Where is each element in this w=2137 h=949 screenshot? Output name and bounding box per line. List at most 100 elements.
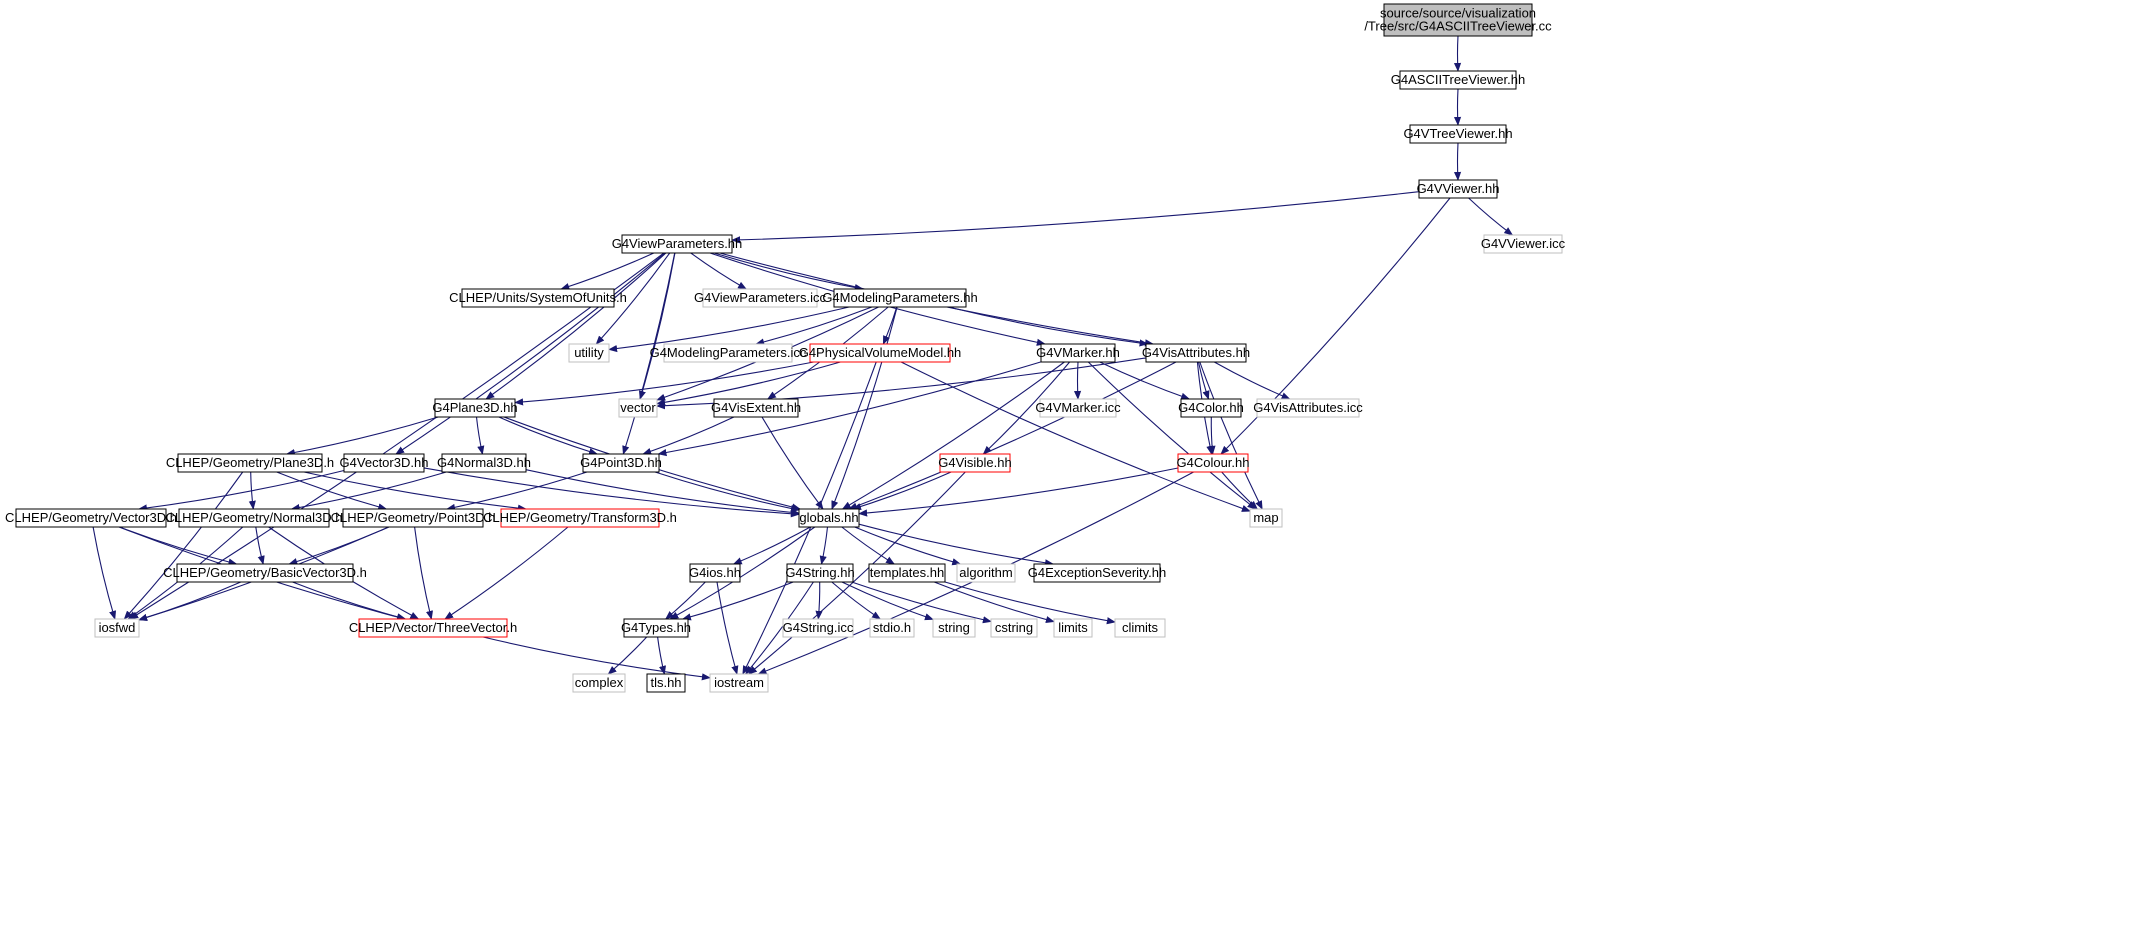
node-box (956, 563, 1016, 583)
node-box (713, 398, 799, 418)
node-templates[interactable]: templates.hh (868, 563, 946, 583)
node-label: CLHEP/Units/SystemOfUnits.h (449, 290, 627, 305)
node-asciiviewer[interactable]: G4ASCIITreeViewer.hh (1391, 70, 1525, 90)
node-vtreeviewer[interactable]: G4VTreeViewer.hh (1403, 124, 1513, 144)
node-physvolmodel[interactable]: G4PhysicalVolumeModel.hh (799, 343, 962, 363)
node-g4string[interactable]: G4String.hh (785, 563, 855, 583)
node-box (1145, 343, 1247, 363)
node-climits: climits (1114, 618, 1166, 638)
edge-modelingparams-to-utility (608, 306, 850, 353)
node-clhep_vector3d[interactable]: CLHEP/Geometry/Vector3D.h (5, 508, 177, 528)
edge-g4ios-to-g4types (665, 581, 706, 620)
node-visextent[interactable]: G4VisExtent.hh (711, 398, 801, 418)
edge-clhep_basicvector3d-to-iosfwd (138, 581, 242, 621)
node-box (461, 288, 615, 308)
edge-visextent-to-point3d (642, 416, 735, 455)
node-normal3d[interactable]: G4Normal3D.hh (437, 453, 531, 473)
edge-visible-to-iostream (748, 471, 966, 675)
node-g4ios[interactable]: G4ios.hh (689, 563, 741, 583)
edge-globals-to-g4types (669, 526, 816, 620)
edge-asciiviewer-to-vtreeviewer (1453, 88, 1462, 126)
edges-layer (92, 35, 1514, 681)
node-box (621, 234, 733, 254)
node-visattribs[interactable]: G4VisAttributes.hh (1142, 343, 1250, 363)
node-box (1483, 234, 1563, 254)
node-label: CLHEP/Geometry/Transform3D.h (483, 510, 677, 525)
node-exceptionseverity[interactable]: G4ExceptionSeverity.hh (1028, 563, 1167, 583)
edge-threevector-to-iostream (482, 636, 711, 681)
edge-physvolmodel-to-plane3d (514, 361, 814, 406)
node-box (1256, 398, 1360, 418)
node-color[interactable]: G4Color.hh (1178, 398, 1244, 418)
node-box (1180, 398, 1242, 418)
node-viewparams[interactable]: G4ViewParameters.hh (612, 234, 743, 254)
node-clhep_transform3d[interactable]: CLHEP/Geometry/Transform3D.h (483, 508, 677, 528)
edge-viewparams-to-point3d (622, 252, 676, 455)
edge-clhep_plane3d-to-iosfwd (123, 471, 244, 620)
node-clhep_plane3d[interactable]: CLHEP/Geometry/Plane3D.h (166, 453, 334, 473)
node-clhep_basicvector3d[interactable]: CLHEP/Geometry/BasicVector3D.h (163, 563, 367, 583)
node-label: globals.hh (799, 510, 858, 525)
node-label: G4ios.hh (689, 565, 741, 580)
edge-vmarker-to-point3d (657, 361, 1042, 457)
node-tls[interactable]: tls.hh (646, 673, 686, 693)
edge-globals-to-exceptionseverity (858, 523, 1054, 567)
node-box (568, 343, 610, 363)
node-plane3d[interactable]: G4Plane3D.hh (432, 398, 518, 418)
node-label: CLHEP/Vector/ThreeVector.h (349, 620, 517, 635)
node-label: G4Visible.hh (938, 455, 1011, 470)
node-iosfwd: iosfwd (94, 618, 140, 638)
node-label: G4ModelingParameters.hh (822, 290, 977, 305)
node-label: map (1253, 510, 1278, 525)
edge-plane3d-to-normal3d (475, 416, 485, 455)
node-box (1399, 70, 1517, 90)
edge-vtreeviewer-to-vviewer (1453, 142, 1462, 181)
node-colour[interactable]: G4Colour.hh (1177, 453, 1250, 473)
node-sysunits[interactable]: CLHEP/Units/SystemOfUnits.h (449, 288, 627, 308)
node-label: CLHEP/Geometry/Vector3D.h (5, 510, 177, 525)
node-label: utility (574, 345, 604, 360)
node-label: G4VMarker.hh (1036, 345, 1120, 360)
node-globals[interactable]: globals.hh (798, 508, 860, 528)
edge-vmarker-to-visible (982, 361, 1071, 455)
node-box (1039, 398, 1117, 418)
node-vector3d[interactable]: G4Vector3D.hh (340, 453, 429, 473)
node-root[interactable]: source/source/visualization/Tree/src/G4A… (1364, 3, 1552, 37)
node-box (798, 508, 860, 528)
edge-physvolmodel-to-vector (656, 361, 841, 406)
edge-clhep_plane3d-to-clhep_point3d (276, 471, 388, 511)
node-label: G4VisExtent.hh (711, 400, 801, 415)
edge-visattribs-to-visattribs_icc (1214, 361, 1291, 400)
node-label: CLHEP/Geometry/Normal3D.h (166, 510, 343, 525)
node-box (178, 508, 330, 528)
node-vmarker[interactable]: G4VMarker.hh (1036, 343, 1120, 363)
node-threevector[interactable]: CLHEP/Vector/ThreeVector.h (349, 618, 517, 638)
edge-clhep_normal3d-to-clhep_basicvector3d (255, 526, 265, 565)
node-box (94, 618, 140, 638)
nodes-layer: source/source/visualization/Tree/src/G4A… (5, 3, 1566, 693)
node-point3d[interactable]: G4Point3D.hh (580, 453, 662, 473)
edge-clhep_point3d-to-clhep_basicvector3d (288, 526, 390, 566)
node-label: G4String.icc (783, 620, 854, 635)
edge-g4string-to-cstring (851, 581, 992, 624)
node-box (990, 618, 1038, 638)
node-box (582, 453, 660, 473)
node-viewparams_icc: G4ViewParameters.icc (694, 288, 826, 308)
node-modelingparams[interactable]: G4ModelingParameters.hh (822, 288, 978, 308)
edge-globals-to-g4ios (732, 526, 811, 565)
node-vviewer[interactable]: G4VViewer.hh (1417, 179, 1500, 199)
edge-globals-to-g4string (819, 526, 829, 565)
edge-templates-to-limits (933, 581, 1055, 624)
node-box (939, 453, 1011, 473)
node-box (869, 618, 915, 638)
node-visible[interactable]: G4Visible.hh (938, 453, 1012, 473)
node-box (709, 673, 769, 693)
edge-globals-to-algorithm (854, 526, 962, 566)
node-g4types[interactable]: G4Types.hh (621, 618, 691, 638)
node-box (646, 673, 686, 693)
edge-viewparams-to-sysunits (560, 252, 655, 290)
node-box (434, 398, 516, 418)
node-clhep_normal3d[interactable]: CLHEP/Geometry/Normal3D.h (166, 508, 343, 528)
node-clhep_point3d[interactable]: CLHEP/Geometry/Point3D.h (331, 508, 496, 528)
